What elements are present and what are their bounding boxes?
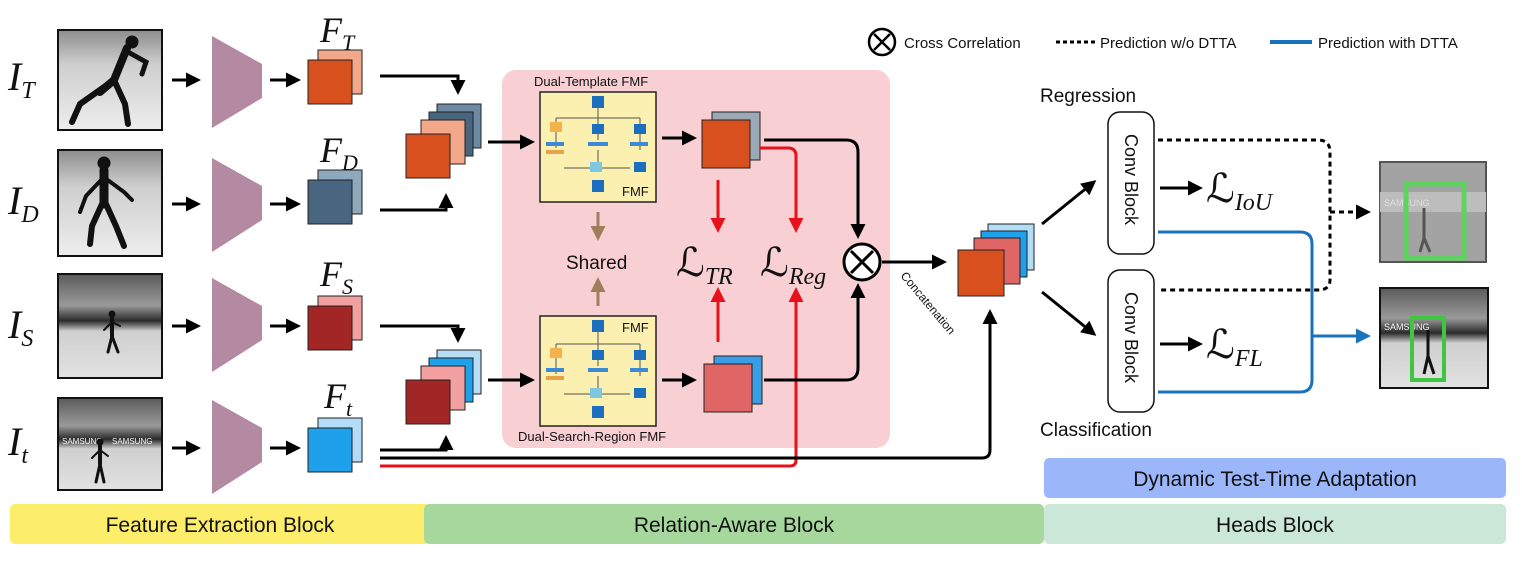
fmf-bottom-tag: FMF <box>622 320 649 335</box>
legend: Cross Correlation Prediction w/o DTTA Pr… <box>867 27 1458 57</box>
regression-label: Regression <box>1040 86 1136 107</box>
loss-reg: ℒReg <box>760 240 826 290</box>
backbones <box>212 36 262 494</box>
backbone-dynamic-icon <box>212 158 262 252</box>
head-loss-arrows <box>1160 180 1203 352</box>
input-images: SAMSUNG SAMSUNG <box>57 29 163 491</box>
head-branch-arrows <box>1041 180 1097 336</box>
svg-text:SAMSUNG: SAMSUNG <box>1384 322 1430 332</box>
feature-extraction-band-label: Feature Extraction Block <box>106 514 335 537</box>
feature-label-search: FS <box>319 254 353 299</box>
dtta-band-label: Dynamic Test-Time Adaptation <box>1133 468 1417 491</box>
input-labels: IT ID IS It <box>7 54 39 469</box>
backbone-search-icon <box>212 278 262 372</box>
cross-correlation-legend-icon <box>867 27 897 57</box>
legend-cross-correlation: Cross Correlation <box>904 35 1021 52</box>
fmf-bottom-box: FMF <box>539 315 657 427</box>
output-with-dtta-image: SAMSUNG <box>1379 287 1489 389</box>
svg-text:SAMSUNG: SAMSUNG <box>62 437 102 446</box>
input-label-template: IT <box>7 54 36 104</box>
prediction-with-path <box>1158 230 1371 394</box>
shared-label: Shared <box>566 253 627 274</box>
current-frame-image: SAMSUNG SAMSUNG <box>57 397 163 491</box>
fmf-top-tag: FMF <box>622 184 649 199</box>
concatenation-label: Concatenation <box>898 269 958 337</box>
feature-maps <box>307 49 363 473</box>
input-label-dynamic: ID <box>7 178 39 228</box>
dynamic-template-image <box>57 149 163 257</box>
feature-label-current: Ft <box>323 376 353 421</box>
cross-correlation-icon <box>842 242 882 282</box>
prediction-without-path <box>1158 138 1371 292</box>
loss-fl: ℒFL <box>1206 322 1263 372</box>
input-label-current: It <box>7 419 29 469</box>
feature-label-dynamic: FD <box>319 130 358 175</box>
extraction-arrows <box>172 72 301 456</box>
feature-current <box>307 427 353 473</box>
feature-search <box>307 305 353 351</box>
dual-template-label: Dual-Template FMF <box>534 74 648 89</box>
backbone-current-icon <box>212 400 262 494</box>
correlation-input-arrows <box>764 138 866 382</box>
dtta-band <box>1044 458 1506 498</box>
heads-band <box>1044 504 1506 544</box>
fmf-output-arrows <box>662 130 697 388</box>
current-feature-to-concat-arrow <box>380 309 998 460</box>
svg-text:SAMSUNG: SAMSUNG <box>112 437 152 446</box>
legend-prediction-with: Prediction with DTTA <box>1318 35 1458 52</box>
classification-label: Classification <box>1040 420 1152 441</box>
template-image <box>57 29 163 131</box>
heads-band-label: Heads Block <box>1216 514 1334 537</box>
conv-block-top: Conv Block <box>1107 111 1155 255</box>
feature-label-template: FT <box>319 10 356 55</box>
conv-block-top-label: Conv Block <box>1121 134 1141 226</box>
backbone-template-icon <box>212 36 262 128</box>
loss-iou: ℒIoU <box>1206 166 1274 216</box>
fmf-bottom-output <box>703 355 763 413</box>
conv-block-bottom-label: Conv Block <box>1121 292 1141 384</box>
fmf-top-output <box>701 111 761 169</box>
feature-extraction-band <box>10 504 430 544</box>
search-region-image <box>57 273 163 379</box>
loss-tr: ℒTR <box>676 240 733 290</box>
input-label-search: IS <box>7 302 33 352</box>
stack-arrows <box>380 74 466 452</box>
output-without-dtta-image: SAMSUNG <box>1379 161 1487 263</box>
concat-stack <box>957 223 1035 297</box>
feature-template <box>307 59 353 105</box>
template-stack <box>405 103 482 179</box>
relation-aware-band <box>424 504 1044 544</box>
loss-red-arrows <box>380 146 804 468</box>
fmf-input-arrows <box>488 134 535 388</box>
conv-block-bottom: Conv Block <box>1107 269 1155 413</box>
feature-labels: FT FD FS Ft <box>319 10 358 421</box>
legend-prediction-without: Prediction w/o DTTA <box>1100 35 1236 52</box>
dual-search-label: Dual-Search-Region FMF <box>518 429 666 444</box>
search-stack <box>405 349 482 425</box>
relation-aware-band-label: Relation-Aware Block <box>634 514 835 537</box>
fmf-top-box: FMF <box>539 91 657 203</box>
feature-dynamic <box>307 179 353 225</box>
